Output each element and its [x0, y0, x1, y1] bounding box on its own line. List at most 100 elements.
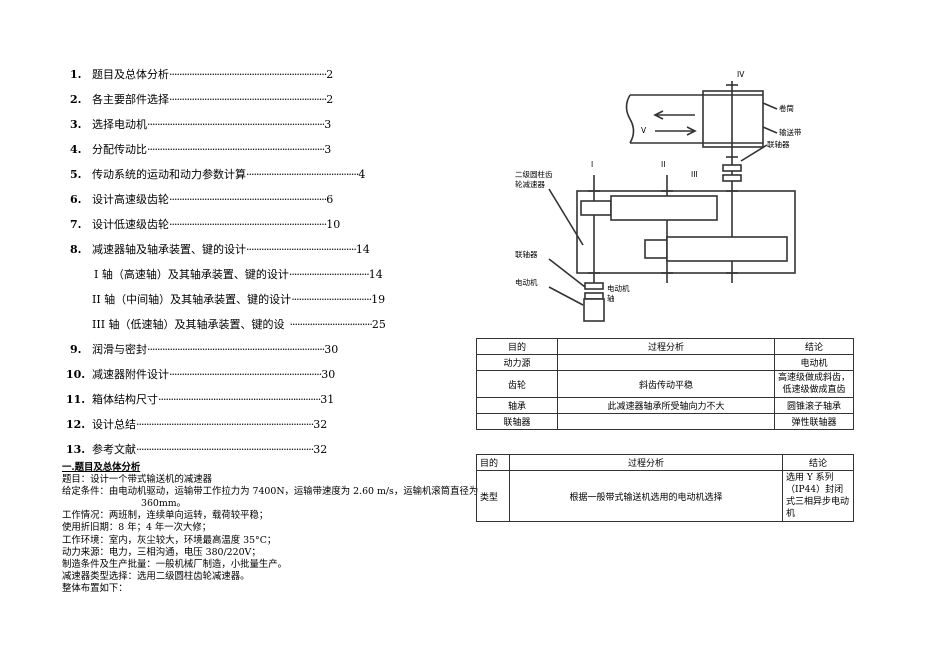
label-i: I	[591, 160, 593, 169]
toc-number: 4.	[70, 143, 82, 156]
label-motor: 电动机	[515, 277, 538, 287]
toc-row: 5.传动系统的运动和动力参数计算························…	[70, 168, 366, 181]
toc-page: 6	[326, 193, 334, 206]
table-cell: 此减速器轴承所受轴向力不大	[557, 397, 775, 414]
toc-row: 12.设计总结·································…	[66, 418, 328, 431]
label-drum: 卷筒	[779, 103, 794, 113]
label-iii: III	[691, 170, 698, 179]
toc-row: 7.设计低速级齿轮·······························…	[70, 218, 341, 231]
belt-arrow-right-head	[686, 126, 697, 136]
toc-page: 14	[355, 243, 370, 256]
intro-given: 给定条件：由电动机驱动，运输带工作拉力为 7400N，运输带速度为 2.60 m…	[62, 486, 479, 498]
table-cell	[557, 413, 775, 430]
belt-break-line	[625, 94, 635, 144]
header-cell: 目的	[476, 454, 510, 471]
toc-row: 6.设计高速级齿轮·······························…	[70, 193, 334, 206]
toc-page: 31	[320, 393, 335, 406]
table-cell: 联轴器	[476, 413, 558, 430]
toc-number: 6.	[70, 193, 82, 206]
toc-number: 3.	[70, 118, 82, 131]
table-row: 轴承 此减速器轴承所受轴向力不大 圆锥滚子轴承	[476, 397, 854, 414]
label-motor-shaft-1: 电动机	[607, 283, 630, 293]
label-ii: II	[661, 160, 665, 169]
leader-line	[740, 144, 768, 162]
toc-page: 32	[313, 418, 328, 431]
toc-number: 1.	[70, 68, 82, 81]
toc-number: 2.	[70, 93, 82, 106]
table-row: 类型 根据一般带式输送机选用的电动机选择 选用 Y 系列（IP44）封闭式三相异…	[476, 470, 854, 522]
coupling-bottom-lower	[584, 292, 604, 300]
toc-page: 25	[371, 318, 386, 331]
toc-page: 30	[321, 368, 336, 381]
intro-type: 减速器类型选择：选用二级圆柱齿轮减速器。	[62, 570, 250, 582]
header-cell: 结论	[774, 338, 854, 355]
toc-row: II 轴（中间轴）及其轴承装置、键的设计····················…	[92, 293, 386, 306]
toc-number: 9.	[70, 343, 82, 356]
leader-line	[548, 188, 584, 246]
table-cell: 弹性联轴器	[774, 413, 854, 430]
toc-page: 3	[324, 143, 332, 156]
intro-env: 工作环境：室内，灰尘较大，环境最高温度 35°C；	[62, 534, 277, 546]
header-cell: 结论	[782, 454, 854, 471]
toc-number: 8.	[70, 243, 82, 256]
label-motor-shaft-2: 轴	[607, 293, 615, 303]
intro-layout: 整体布置如下：	[62, 582, 128, 594]
table-cell	[557, 354, 775, 371]
toc-title: 分配传动比	[92, 143, 147, 156]
coupling-bottom-upper	[584, 282, 604, 290]
toc-page: 2	[326, 68, 334, 81]
table-cell: 轴承	[476, 397, 558, 414]
intro-mfg: 制造条件及生产批量：一般机械厂制造，小批量生产。	[62, 558, 288, 570]
leader-line	[762, 126, 778, 134]
toc-number: 7.	[70, 218, 82, 231]
intro-work: 工作情况：两班制，连续单向运转，载荷较平稳；	[62, 510, 269, 522]
toc-page: 30	[324, 343, 339, 356]
motor-rect	[583, 298, 605, 322]
coupling-top-lower	[722, 174, 742, 182]
table-row: 齿轮 斜齿传动平稳 高速级做成斜齿，低速级做成直齿	[476, 370, 854, 398]
table-cell: 高速级做成斜齿，低速级做成直齿	[774, 370, 854, 398]
gear-high-pinion	[580, 200, 612, 216]
reducer-housing	[576, 190, 796, 274]
table-cell: 圆锥滚子轴承	[774, 397, 854, 414]
toc-title: 设计高速级齿轮	[92, 193, 169, 206]
intro-life: 使用折旧期：8 年；4 年一次大修；	[62, 522, 212, 534]
toc-title: 润滑与密封	[92, 343, 147, 356]
coupling-top-upper	[722, 164, 742, 172]
toc-row: I 轴（高速轴）及其轴承装置、键的设计·····················…	[94, 268, 383, 281]
table-cell: 动力源	[476, 354, 558, 371]
drum-rect	[702, 90, 764, 148]
toc-row: 13.参考文献·································…	[66, 443, 328, 456]
intro-given-cont: 360mm。	[141, 498, 187, 510]
toc-number: 13.	[66, 443, 86, 456]
intro-section: 一.题目及总体分析 题目：设计一个带式输送机的减速器 给定条件：由电动机驱动，运…	[62, 462, 479, 595]
label-coupling-top: 联轴器	[767, 139, 790, 149]
toc-row: III 轴（低速轴）及其轴承装置、键的设 ···················…	[92, 318, 386, 331]
toc-title: 设计低速级齿轮	[92, 218, 169, 231]
toc-title: 箱体结构尺寸	[92, 393, 158, 406]
toc-title: III 轴（低速轴）及其轴承装置、键的设	[92, 318, 285, 331]
toc-title: 各主要部件选择	[92, 93, 169, 106]
intro-power: 动力来源：电力，三相沟通，电压 380/220V；	[62, 546, 261, 558]
header-cell: 过程分析	[509, 454, 783, 471]
toc-title: 传动系统的运动和动力参数计算	[92, 168, 246, 181]
table-row: 联轴器 弹性联轴器	[476, 413, 854, 430]
toc-title: 设计总结	[92, 418, 136, 431]
table-cell: 根据一般带式输送机选用的电动机选择	[509, 470, 783, 522]
header-cell: 目的	[476, 338, 558, 355]
leader-line	[548, 286, 584, 306]
toc-page: 3	[324, 118, 332, 131]
toc-row: 11.箱体结构尺寸·······························…	[66, 393, 335, 406]
label-coupling-left: 联轴器	[515, 249, 538, 259]
label-v: V	[641, 126, 647, 135]
leader-line	[762, 102, 778, 110]
label-iv: IV	[737, 70, 745, 79]
toc-row: 8.减速器轴及轴承装置、键的设计························…	[70, 243, 370, 256]
toc-page: 10	[326, 218, 341, 231]
toc-page: 19	[371, 293, 386, 306]
toc-number: 12.	[66, 418, 86, 431]
toc-page: 2	[326, 93, 334, 106]
section-heading: 一.题目及总体分析	[62, 462, 141, 473]
toc-title: 题目及总体分析	[92, 68, 169, 81]
label-reducer-2: 轮减速器	[515, 179, 545, 189]
